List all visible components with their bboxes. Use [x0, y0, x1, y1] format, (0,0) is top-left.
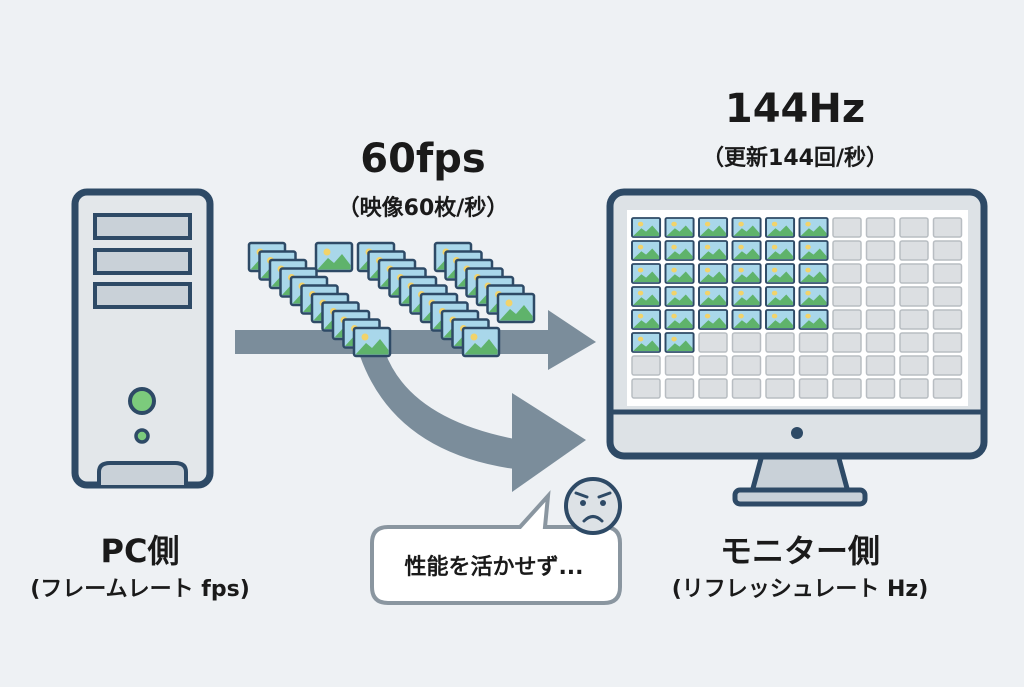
grid-cell-empty [798, 355, 829, 376]
grid-cell-empty [865, 263, 896, 284]
grid-cell-empty [899, 332, 929, 353]
grid-cell-filled [798, 286, 829, 308]
pc-title: PC側 [101, 532, 180, 570]
source-rate-note: （映像60枚/秒） [338, 195, 509, 221]
grid-cell-filled [765, 240, 796, 262]
grid-cell-empty [731, 378, 762, 399]
grid-cell-filled [631, 240, 662, 262]
image-frame-icon [314, 241, 354, 273]
grid-cell-empty [899, 355, 929, 376]
grid-cell-empty [932, 332, 963, 353]
grid-cell-empty [899, 309, 929, 330]
grid-cell-empty [865, 217, 896, 238]
grid-cell-filled [631, 309, 662, 331]
grid-cell-empty [865, 240, 896, 261]
grid-cell-filled [631, 332, 662, 354]
grid-cell-empty [664, 378, 695, 399]
arrow-icon [235, 310, 596, 370]
grid-cell-empty [631, 378, 661, 399]
grid-cell-empty [832, 263, 862, 284]
grid-cell-empty [832, 355, 862, 376]
monitor-subtitle: (リフレッシュレート Hz) [672, 577, 929, 602]
grid-cell-empty [932, 286, 963, 307]
grid-cell-empty [698, 355, 728, 376]
grid-cell-empty [899, 217, 929, 238]
grid-cell-empty [765, 378, 795, 399]
grid-cell-filled [698, 240, 729, 262]
grid-cell-empty [832, 309, 862, 330]
grid-cell-filled [664, 332, 695, 354]
grid-cell-empty [932, 378, 963, 399]
grid-cell-filled [798, 217, 829, 239]
grid-cell-filled [664, 240, 695, 262]
grid-cell-filled [664, 309, 695, 331]
grid-cell-empty [698, 332, 728, 353]
grid-cell-filled [731, 309, 762, 331]
grid-cell-empty [932, 217, 963, 238]
grid-cell-filled [664, 217, 695, 239]
grid-cell-empty [899, 286, 929, 307]
grid-cell-filled [698, 217, 729, 239]
grid-cell-empty [832, 240, 862, 261]
grid-cell-filled [765, 263, 796, 285]
grid-cell-empty [865, 286, 896, 307]
source-rate: 60fps [360, 136, 486, 182]
grid-cell-filled [765, 217, 796, 239]
grid-cell-filled [631, 286, 662, 308]
grid-cell-empty [932, 355, 963, 376]
monitor-rate-note: （更新144回/秒） [702, 145, 888, 171]
grid-cell-filled [698, 309, 729, 331]
speech-bubble: 性能を活かせず... [370, 490, 622, 605]
curved-arrow-icon [360, 352, 586, 492]
grid-cell-filled [765, 286, 796, 308]
monitor-rate: 144Hz [725, 86, 865, 132]
grid-cell-filled [731, 240, 762, 262]
bubble-text: 性能を活かせず... [404, 554, 583, 580]
grid-cell-empty [932, 240, 963, 261]
image-frame-icon [496, 292, 536, 324]
grid-cell-filled [731, 286, 762, 308]
grid-cell-empty [932, 309, 963, 330]
grid-cell-empty [731, 332, 762, 353]
grid-cell-empty [932, 263, 963, 284]
grid-cell-empty [832, 286, 862, 307]
grid-cell-filled [698, 263, 729, 285]
grid-cell-empty [765, 355, 795, 376]
grid-cell-filled [698, 286, 729, 308]
grid-cell-empty [798, 332, 829, 353]
grid-cell-empty [899, 378, 929, 399]
grid-cell-empty [865, 378, 896, 399]
grid-cell-filled [798, 309, 829, 331]
monitor-title: モニター側 [720, 532, 880, 570]
grid-cell-filled [631, 217, 662, 239]
grid-cell-filled [664, 263, 695, 285]
grid-cell-empty [832, 217, 862, 238]
grid-cell-empty [899, 240, 929, 261]
grid-cell-empty [865, 332, 896, 353]
grid-cell-empty [664, 355, 695, 376]
grid-cell-empty [832, 378, 862, 399]
image-frame-icon [352, 326, 392, 358]
grid-cell-filled [631, 263, 662, 285]
grid-cell-filled [765, 309, 796, 331]
pc-subtitle: (フレームレート fps) [30, 577, 250, 602]
angry-face-icon [564, 477, 622, 535]
grid-cell-empty [832, 332, 862, 353]
grid-cell-empty [631, 355, 661, 376]
grid-cell-empty [698, 378, 728, 399]
refresh-grid [631, 217, 963, 399]
grid-cell-empty [798, 378, 829, 399]
grid-cell-filled [731, 263, 762, 285]
grid-cell-empty [765, 332, 795, 353]
grid-cell-filled [731, 217, 762, 239]
grid-cell-empty [899, 263, 929, 284]
grid-cell-filled [798, 263, 829, 285]
grid-cell-empty [865, 355, 896, 376]
grid-cell-empty [731, 355, 762, 376]
pc-tower-icon [71, 188, 214, 489]
grid-cell-filled [798, 240, 829, 262]
image-frame-icon [461, 326, 501, 358]
grid-cell-empty [865, 309, 896, 330]
grid-cell-filled [664, 286, 695, 308]
